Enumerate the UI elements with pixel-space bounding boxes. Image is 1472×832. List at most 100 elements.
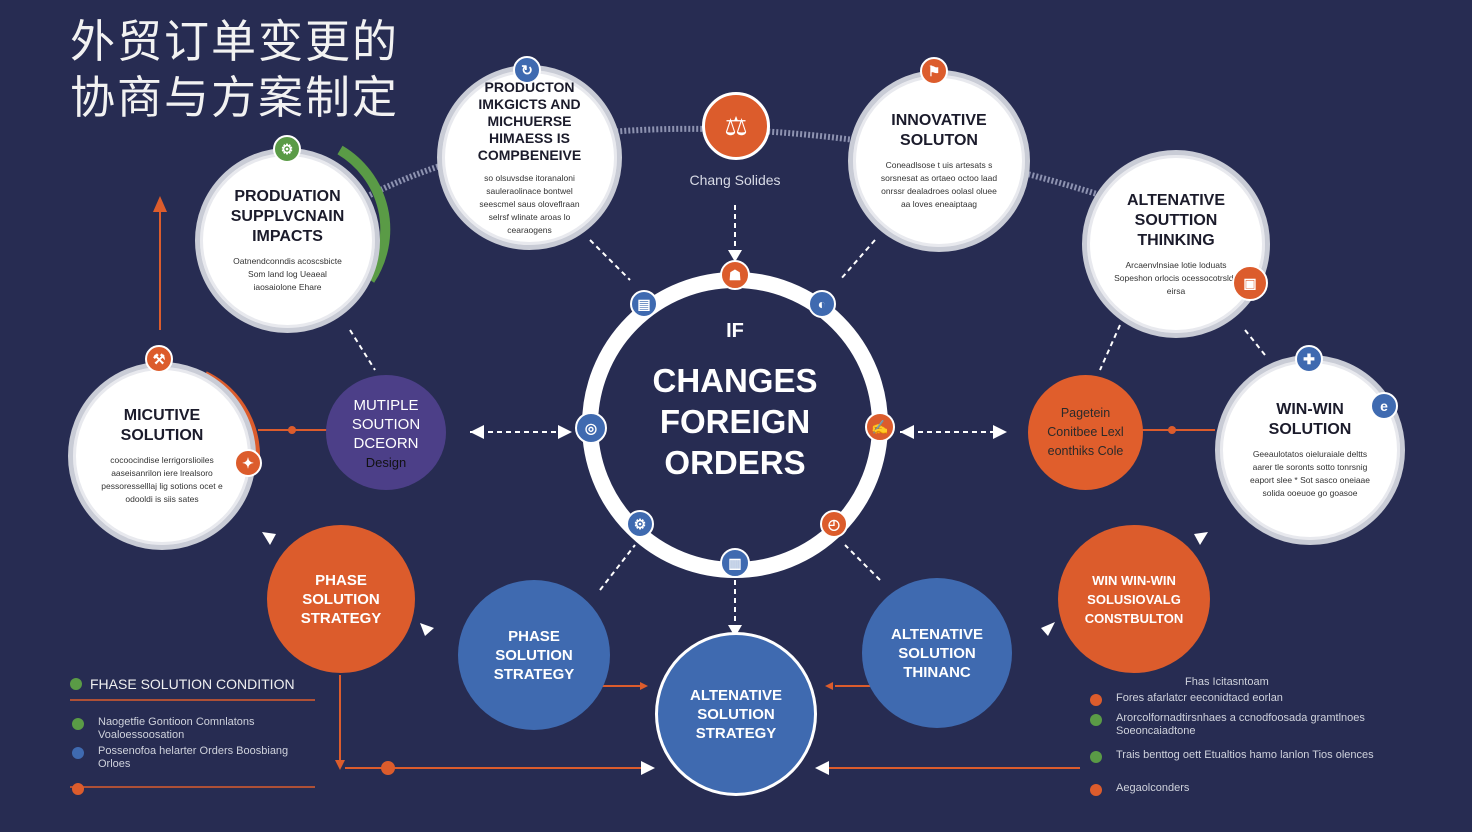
- handshake-small-icon: ✚: [1295, 345, 1323, 373]
- arrowhead-9: [641, 761, 655, 775]
- left-down-arrowhead: [335, 760, 345, 770]
- node-alternative-thinking-blue[interactable]: ALTENATIVE SOLUTION THINANC: [862, 578, 1012, 728]
- center-caption: Chang Solides: [689, 172, 781, 188]
- node-body: cocoocindise lerrigorslioiles aaseisanri…: [101, 455, 223, 504]
- node-title: INNOVATIVE SOLUTON: [891, 112, 987, 149]
- supply-green-accent: [337, 145, 391, 283]
- node-title: WIN WIN-WIN SOLUSIOVALG CONSTBULTON: [1084, 572, 1184, 626]
- top-center-emblem: ⚖: [702, 92, 770, 160]
- node-win-win-construction[interactable]: WIN WIN-WIN SOLUSIOVALG CONSTBULTON: [1058, 525, 1210, 673]
- node-title: ALTENATIVE SOLUTION THINANC: [891, 625, 983, 681]
- node-title: Pagetein Conitbee Lexl eonthiks Cole: [1047, 406, 1124, 458]
- node-win-win-solution[interactable]: WIN-WIN SOLUTION Geeaulotatos oieluraial…: [1215, 355, 1405, 545]
- node-body: so olsuvsdse itoranaloni sauleraolinace …: [479, 172, 580, 235]
- handshake-icon: ⚖: [724, 110, 748, 141]
- legend-left-heading: FHASE SOLUTION CONDITION: [70, 676, 295, 692]
- legend-dot: [1090, 784, 1102, 796]
- legend-row-text: Arorcolfornadtirsnhaes a ccnodfoosada gr…: [1116, 712, 1365, 737]
- arrowhead-6: [728, 625, 742, 637]
- node-innovative-solution[interactable]: INNOVATIVE SOLUTON Coneadlsose t uis art…: [848, 70, 1030, 252]
- arrowhead-3: [558, 425, 572, 439]
- page-title: 外贸订单变更的协商与方案制定: [70, 15, 400, 124]
- gear-icon: ⚙: [626, 510, 654, 538]
- chart-icon: ↻: [513, 56, 541, 84]
- legend-dot: [1090, 714, 1102, 726]
- node-title: PHASE SOLUTION STRATEGY: [493, 627, 575, 683]
- arrowhead-8: [1041, 622, 1055, 636]
- arrowhead-4: [900, 425, 914, 439]
- arrow-supply-multiple: [349, 329, 376, 371]
- arrow-alt-orange: [1099, 324, 1121, 371]
- legend-dot: [72, 718, 84, 730]
- node-title: ALTENATIVE SOLUTION STRATEGY: [690, 686, 782, 742]
- legend-dot: [1090, 751, 1102, 763]
- node-production-insights[interactable]: PRODUCTON IMKGICTS AND MICHUERSE HIMAESS…: [437, 65, 622, 250]
- node-micutive-solution[interactable]: MICUTIVE SOLUTION cocoocindise lerrigors…: [68, 362, 256, 550]
- arrowhead-7: [420, 623, 434, 636]
- tools-icon: ⚒: [145, 345, 173, 373]
- legend-heading-text: FHASE SOLUTION CONDITION: [90, 676, 295, 692]
- node-body: Oatnendconndis acoscsbicte Som land log …: [233, 256, 342, 292]
- legend-right-row-3: Trais benttog oett Etualtios hamo lanlon…: [1090, 749, 1420, 763]
- legend-row-text: Aegaolconders: [1116, 782, 1190, 794]
- arrowhead-11: [262, 532, 276, 545]
- legend-dot: [72, 747, 84, 759]
- node-title: PRODUCTON IMKGICTS AND MICHUERSE HIMAESS…: [477, 78, 582, 163]
- node-alternative-strategy[interactable]: ALTENATIVE SOLUTION STRATEGY: [655, 632, 817, 796]
- factory-icon: ⚙: [273, 135, 301, 163]
- arrow-center-phase-blue: [599, 544, 636, 591]
- node-title: WIN-WIN SOLUTION: [1268, 401, 1352, 438]
- node-title: PRODUATION SUPPLVCNAIN IMPACTS: [230, 188, 345, 245]
- node-body: Coneadlsose t uis artesats s sorsnesat a…: [880, 160, 998, 209]
- arrow-production-center: [589, 239, 631, 281]
- legend-row-text: Naogetfie Gontioon Comnlatons Voaloessoo…: [98, 716, 255, 741]
- node-phase-strategy-blue[interactable]: PHASE SOLUTION STRATEGY: [458, 580, 610, 730]
- connector-dot-right: [1168, 426, 1176, 434]
- arrow-alt-winwin: [1244, 329, 1266, 356]
- center-title: CHANGES FOREIGN ORDERS: [652, 362, 818, 481]
- legend-dot: [1090, 694, 1102, 706]
- ring-top-icon: ☗: [720, 260, 750, 290]
- footprint-icon: ⚑: [920, 57, 948, 85]
- box-icon: ▣: [1232, 265, 1268, 301]
- arrowhead-1: [728, 250, 742, 262]
- node-title: PHASE SOLUTION STRATEGY: [300, 571, 382, 627]
- legend-left-row-3: [72, 781, 312, 795]
- globe-icon: ◐: [808, 290, 836, 318]
- legend-left-row-2: Possenofoa helarter Orders Boosbiang Orl…: [72, 745, 312, 771]
- short-arrowhead-2: [825, 682, 833, 690]
- document-icon: ▤: [630, 290, 658, 318]
- legend-row-text: Fores afarlatcr eeconidtacd eorlan: [1116, 692, 1283, 704]
- node-phase-strategy-left[interactable]: PHASE SOLUTION STRATEGY: [267, 525, 415, 673]
- lightbulb-icon: ✦: [234, 449, 262, 477]
- legend-right-row-2: Arorcolfornadtirsnhaes a ccnodfoosada gr…: [1090, 712, 1420, 738]
- arrowhead-10: [815, 761, 829, 775]
- legend-row-text: Possenofoa helarter Orders Boosbiang Orl…: [98, 745, 289, 770]
- info-icon: e: [1370, 392, 1398, 420]
- legend-row-text: Trais benttog oett Etualtios hamo lanlon…: [1116, 749, 1374, 761]
- node-subtitle: Design: [365, 454, 407, 470]
- node-orange-right[interactable]: Pagetein Conitbee Lexl eonthiks Cole: [1028, 375, 1143, 490]
- network-icon: ◎: [575, 412, 607, 444]
- arrowhead-2: [470, 425, 484, 439]
- arrowhead-12: [1194, 532, 1208, 545]
- node-body: Arcaenvlnsiae lotie loduats Sopeshon orl…: [1114, 259, 1238, 296]
- legend-dot: [70, 678, 82, 690]
- arrow-center-alt-blue: [844, 544, 881, 581]
- node-title: ALTENATIVE SOUTTION THINKING: [1126, 191, 1226, 249]
- node-alternative-thinking-top[interactable]: ALTENATIVE SOUTTION THINKING Arcaenvlnsi…: [1082, 150, 1270, 338]
- arrowhead-5: [993, 425, 1007, 439]
- node-production-supply[interactable]: PRODUATION SUPPLVCNAIN IMPACTS Oatnendco…: [195, 148, 380, 333]
- legend-right-heading: Fhas Icitasntoam: [1185, 676, 1269, 688]
- center-if-label: IF: [726, 320, 744, 342]
- node-body: Geeaulotatos oieluraiale deltts aarer tl…: [1249, 449, 1371, 498]
- clipboard-icon: ▥: [720, 548, 750, 578]
- node-multiple-solution[interactable]: MUTIPLE SOUTION DCEORN Design: [326, 375, 446, 490]
- node-title: MUTIPLE SOUTION DCEORN: [351, 396, 421, 452]
- bottom-line-dot: [381, 761, 395, 775]
- cycle-icon: ◴: [820, 510, 848, 538]
- arrow-innovative-center: [839, 239, 876, 281]
- connector-dot-left: [288, 426, 296, 434]
- legend-right-row-4: Aegaolconders: [1090, 782, 1420, 796]
- person-icon: ✍: [865, 412, 895, 442]
